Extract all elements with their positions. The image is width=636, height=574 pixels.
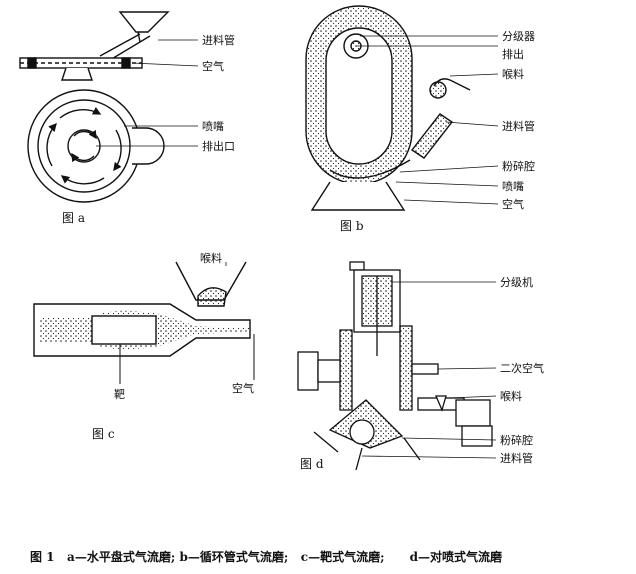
panel-a-feed-pipe-label: 进料管 [202, 33, 235, 47]
panel-d-drawing [297, 261, 497, 471]
panel-a-air-label: 空气 [202, 59, 224, 73]
panel-d-grinding-chamber-label: 粉碎腔 [500, 433, 533, 447]
panel-c-air-label: 空气 [232, 381, 254, 395]
panel-d-caption: 图 d [300, 457, 324, 471]
panel-d-secondary-air-label: 二次空气 [500, 361, 544, 375]
figure-caption: 图 1 a—水平盘式气流磨; b—循环管式气流磨; c—靶式气流磨; d—对喷式… [30, 550, 502, 564]
panel-d-classifier-label: 分级机 [500, 275, 533, 289]
panel-d-feed-throat-label: 喉料 [500, 389, 522, 403]
panel-b-air-label: 空气 [502, 197, 524, 211]
panel-b-caption: 图 b [340, 219, 364, 233]
panel-d-feed-pipe-label: 进料管 [500, 451, 533, 465]
panel-a-drawing [19, 11, 199, 203]
panel-c-caption: 图 c [92, 427, 115, 441]
panel-b-classifier-label: 分级器 [502, 30, 535, 43]
panel-c-feed-throat-label: 喉料 [200, 251, 222, 265]
panel-b-drawing [305, 5, 499, 211]
panel-b-discharge-label: 排出 [502, 47, 524, 61]
panel-c-target-label: 靶 [114, 388, 125, 401]
panel-a-nozzle-label: 喷嘴 [202, 120, 224, 133]
panel-a-caption: 图 a [62, 211, 85, 225]
panel-b-grinding-chamber-label: 粉碎腔 [502, 159, 535, 173]
panel-c-drawing [33, 261, 255, 384]
panel-b-feed-throat-label: 喉料 [502, 67, 524, 81]
panel-a-outlet-label: 排出口 [202, 139, 235, 153]
panel-b-nozzle-label: 喷嘴 [502, 180, 524, 193]
panel-b-feed-pipe-label: 进料管 [502, 119, 535, 133]
